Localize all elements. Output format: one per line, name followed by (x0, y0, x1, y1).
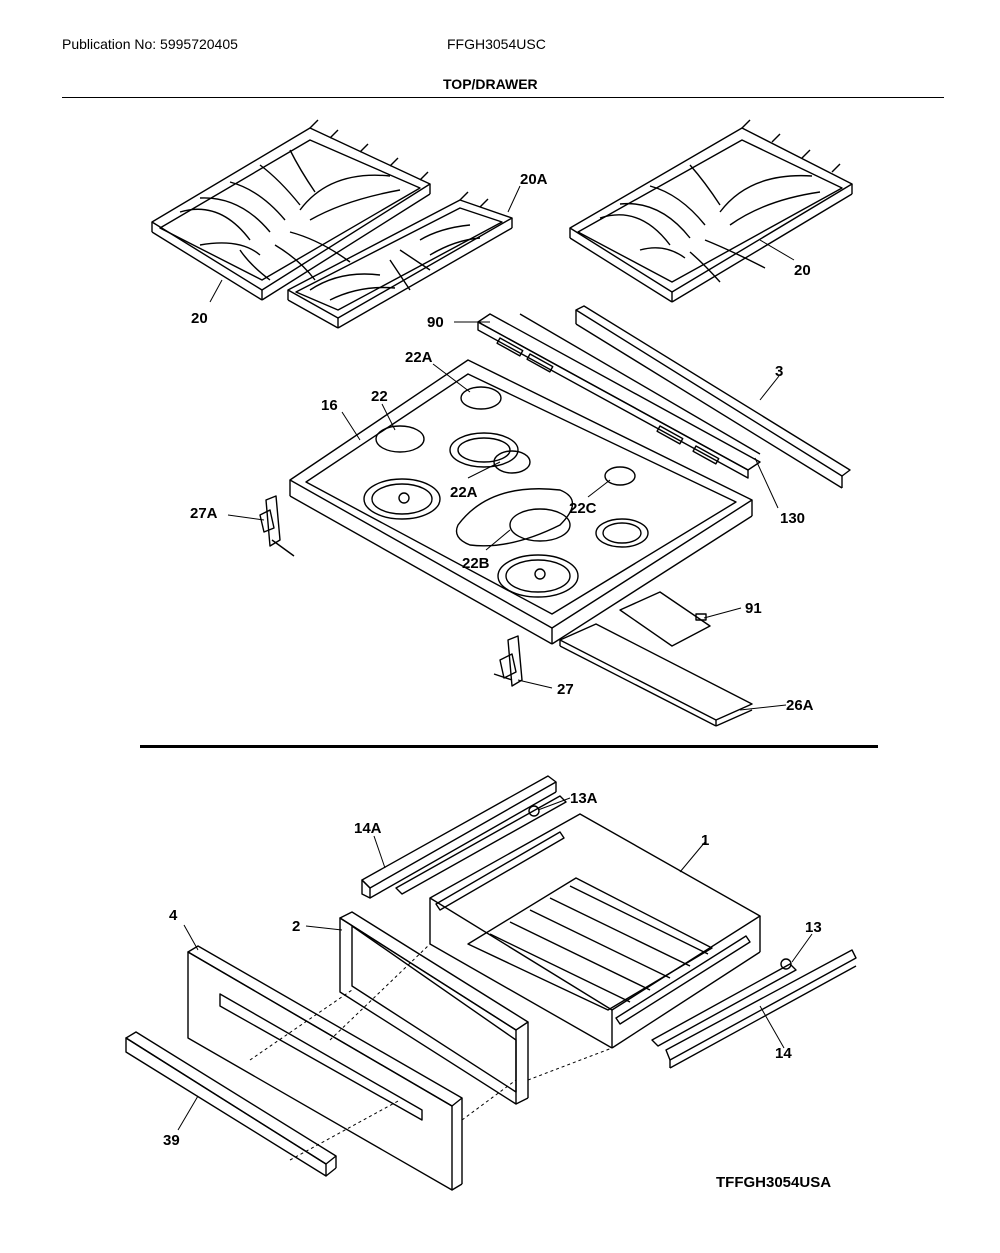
callout-26a: 26A (786, 697, 814, 714)
main-top (289, 359, 753, 645)
grate-middle (287, 191, 513, 329)
drawer-body (429, 813, 761, 1049)
callout-22c: 22C (569, 500, 597, 517)
callout-4: 4 (169, 907, 178, 924)
callout-27a: 27A (190, 505, 218, 522)
callout-1: 1 (701, 832, 709, 849)
callout-14a: 14A (354, 820, 382, 837)
callout-14: 14 (775, 1045, 792, 1062)
diagram-id: TFFGH3054USA (716, 1174, 832, 1191)
callout-22a-top: 22A (405, 349, 433, 366)
drawer-handle (125, 1031, 337, 1177)
drawer-inner-panel (339, 911, 529, 1105)
leader-lines (177, 185, 813, 1131)
callout-39: 39 (163, 1132, 180, 1149)
section-title: TOP/DRAWER (443, 76, 538, 92)
bracket-27a (259, 495, 295, 557)
grate-right (569, 119, 853, 303)
callout-13a: 13A (570, 790, 598, 807)
model-number: FFGH3054USC (447, 36, 546, 52)
callout-20a: 20A (520, 171, 548, 188)
callout-22a-mid: 22A (450, 484, 478, 501)
callout-20-right: 20 (794, 262, 811, 279)
callout-13: 13 (805, 919, 822, 936)
callout-22: 22 (371, 388, 388, 405)
callout-2: 2 (292, 918, 300, 935)
section-divider (140, 745, 878, 748)
callout-20-left: 20 (191, 310, 208, 327)
back-trim (477, 305, 851, 489)
heat-shield (559, 591, 753, 727)
alignment-lines (249, 943, 613, 1161)
header-rule (62, 97, 944, 98)
callout-16: 16 (321, 397, 338, 414)
publication-number: Publication No: 5995720405 (62, 36, 238, 52)
drawer-rail-lower (651, 949, 857, 1069)
drawer-front-panel (187, 945, 463, 1191)
callout-22b: 22B (462, 555, 490, 572)
callout-130: 130 (780, 510, 805, 527)
callout-3: 3 (775, 363, 783, 380)
callout-27: 27 (557, 681, 574, 698)
callout-91: 91 (745, 600, 762, 617)
grate-left (151, 119, 431, 301)
drawer-rail-upper (361, 775, 567, 899)
bracket-27 (493, 635, 523, 687)
callout-90: 90 (427, 314, 444, 331)
